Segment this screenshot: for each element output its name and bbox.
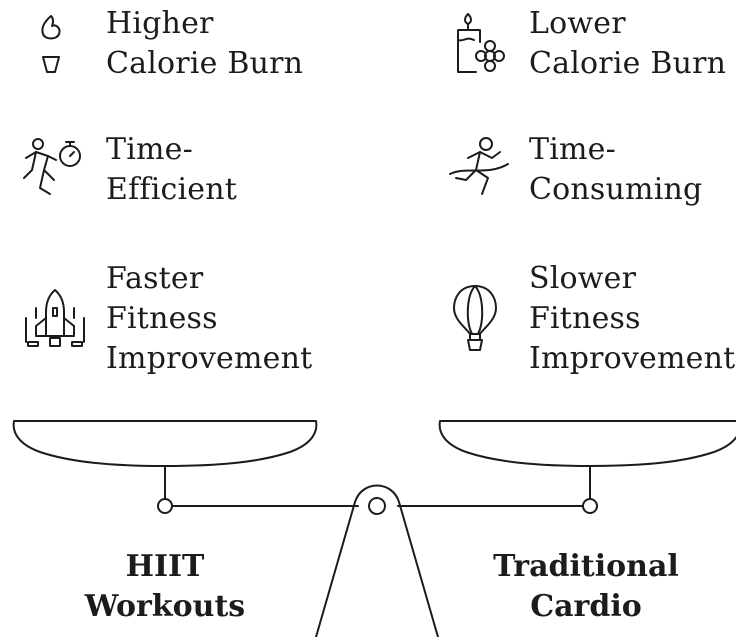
rocket-icon — [24, 288, 86, 356]
torch-flame-icon — [38, 12, 64, 80]
left-pan-joint — [157, 498, 173, 514]
running-stopwatch-icon — [22, 136, 88, 204]
left-pan — [12, 420, 318, 467]
right-pan — [438, 420, 736, 467]
right-pan-joint — [582, 498, 598, 514]
right-item-fitness-label: Slower Fitness Improvement — [529, 261, 736, 376]
left-item-fitness-label: Faster Fitness Improvement — [106, 261, 313, 376]
fulcrum-pivot — [368, 497, 386, 515]
right-item-time-label: Time- Consuming — [529, 132, 703, 207]
left-item-time-label: Time- Efficient — [106, 132, 238, 207]
candle-flower-icon — [452, 12, 510, 80]
right-caption: Traditional Cardio — [493, 549, 679, 624]
left-caption: HIIT Workouts — [84, 549, 246, 624]
runner-finish-icon — [448, 136, 510, 204]
right-item-calorie-label: Lower Calorie Burn — [529, 6, 727, 81]
scale-fulcrum — [315, 484, 439, 637]
hot-air-balloon-icon — [452, 284, 498, 356]
left-item-calorie-label: Higher Calorie Burn — [106, 6, 304, 81]
